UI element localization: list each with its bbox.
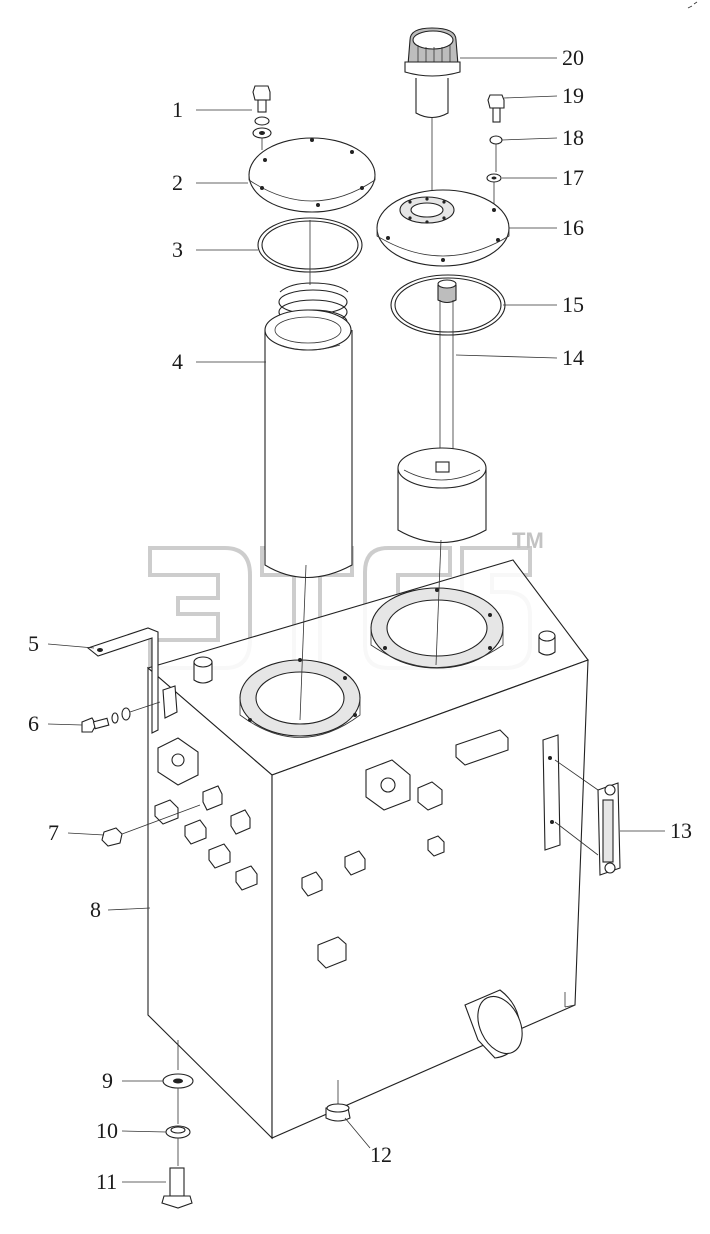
leader-lines xyxy=(47,57,665,1183)
bolt-1 xyxy=(252,85,272,150)
lock-washer-18 xyxy=(489,135,503,172)
sight-glass-13 xyxy=(542,734,621,876)
bolt-11 xyxy=(161,1138,193,1209)
callout-3: 3 xyxy=(172,237,183,262)
callout-8: 8 xyxy=(90,897,101,922)
callout-10: 10 xyxy=(96,1118,118,1143)
lock-washer-10 xyxy=(165,1088,191,1139)
callout-11: 11 xyxy=(96,1169,117,1194)
callout-13: 13 xyxy=(670,818,692,843)
suction-filter-14 xyxy=(397,279,487,666)
filter-tube-4 xyxy=(264,220,353,721)
callout-17: 17 xyxy=(562,165,584,190)
breather-20 xyxy=(404,27,461,208)
callout-7: 7 xyxy=(48,820,59,845)
callout-numbers: 1 2 3 4 5 6 7 8 9 10 11 12 13 14 15 16 1… xyxy=(28,45,692,1194)
washer-17 xyxy=(486,173,502,205)
callout-15: 15 xyxy=(562,292,584,317)
bolt-19 xyxy=(487,94,505,123)
callout-1: 1 xyxy=(172,97,183,122)
drain-plug-12 xyxy=(325,1080,351,1122)
callout-6: 6 xyxy=(28,711,39,736)
callout-9: 9 xyxy=(102,1068,113,1093)
screw-6 xyxy=(81,685,178,733)
cover-plate-2 xyxy=(248,137,376,213)
callout-12: 12 xyxy=(370,1142,392,1167)
callout-5: 5 xyxy=(28,631,39,656)
plug-7 xyxy=(101,804,201,847)
top-plate-16 xyxy=(376,189,510,267)
callout-19: 19 xyxy=(562,83,584,108)
callout-18: 18 xyxy=(562,125,584,150)
callout-4: 4 xyxy=(172,349,183,374)
callout-2: 2 xyxy=(172,170,183,195)
callout-16: 16 xyxy=(562,215,584,240)
bracket-5 xyxy=(86,627,159,734)
callout-20: 20 xyxy=(562,45,584,70)
tank-body xyxy=(146,559,589,1140)
watermark-trademark: TM xyxy=(512,528,544,553)
callout-14: 14 xyxy=(562,345,584,370)
corner-mark xyxy=(687,1,698,9)
